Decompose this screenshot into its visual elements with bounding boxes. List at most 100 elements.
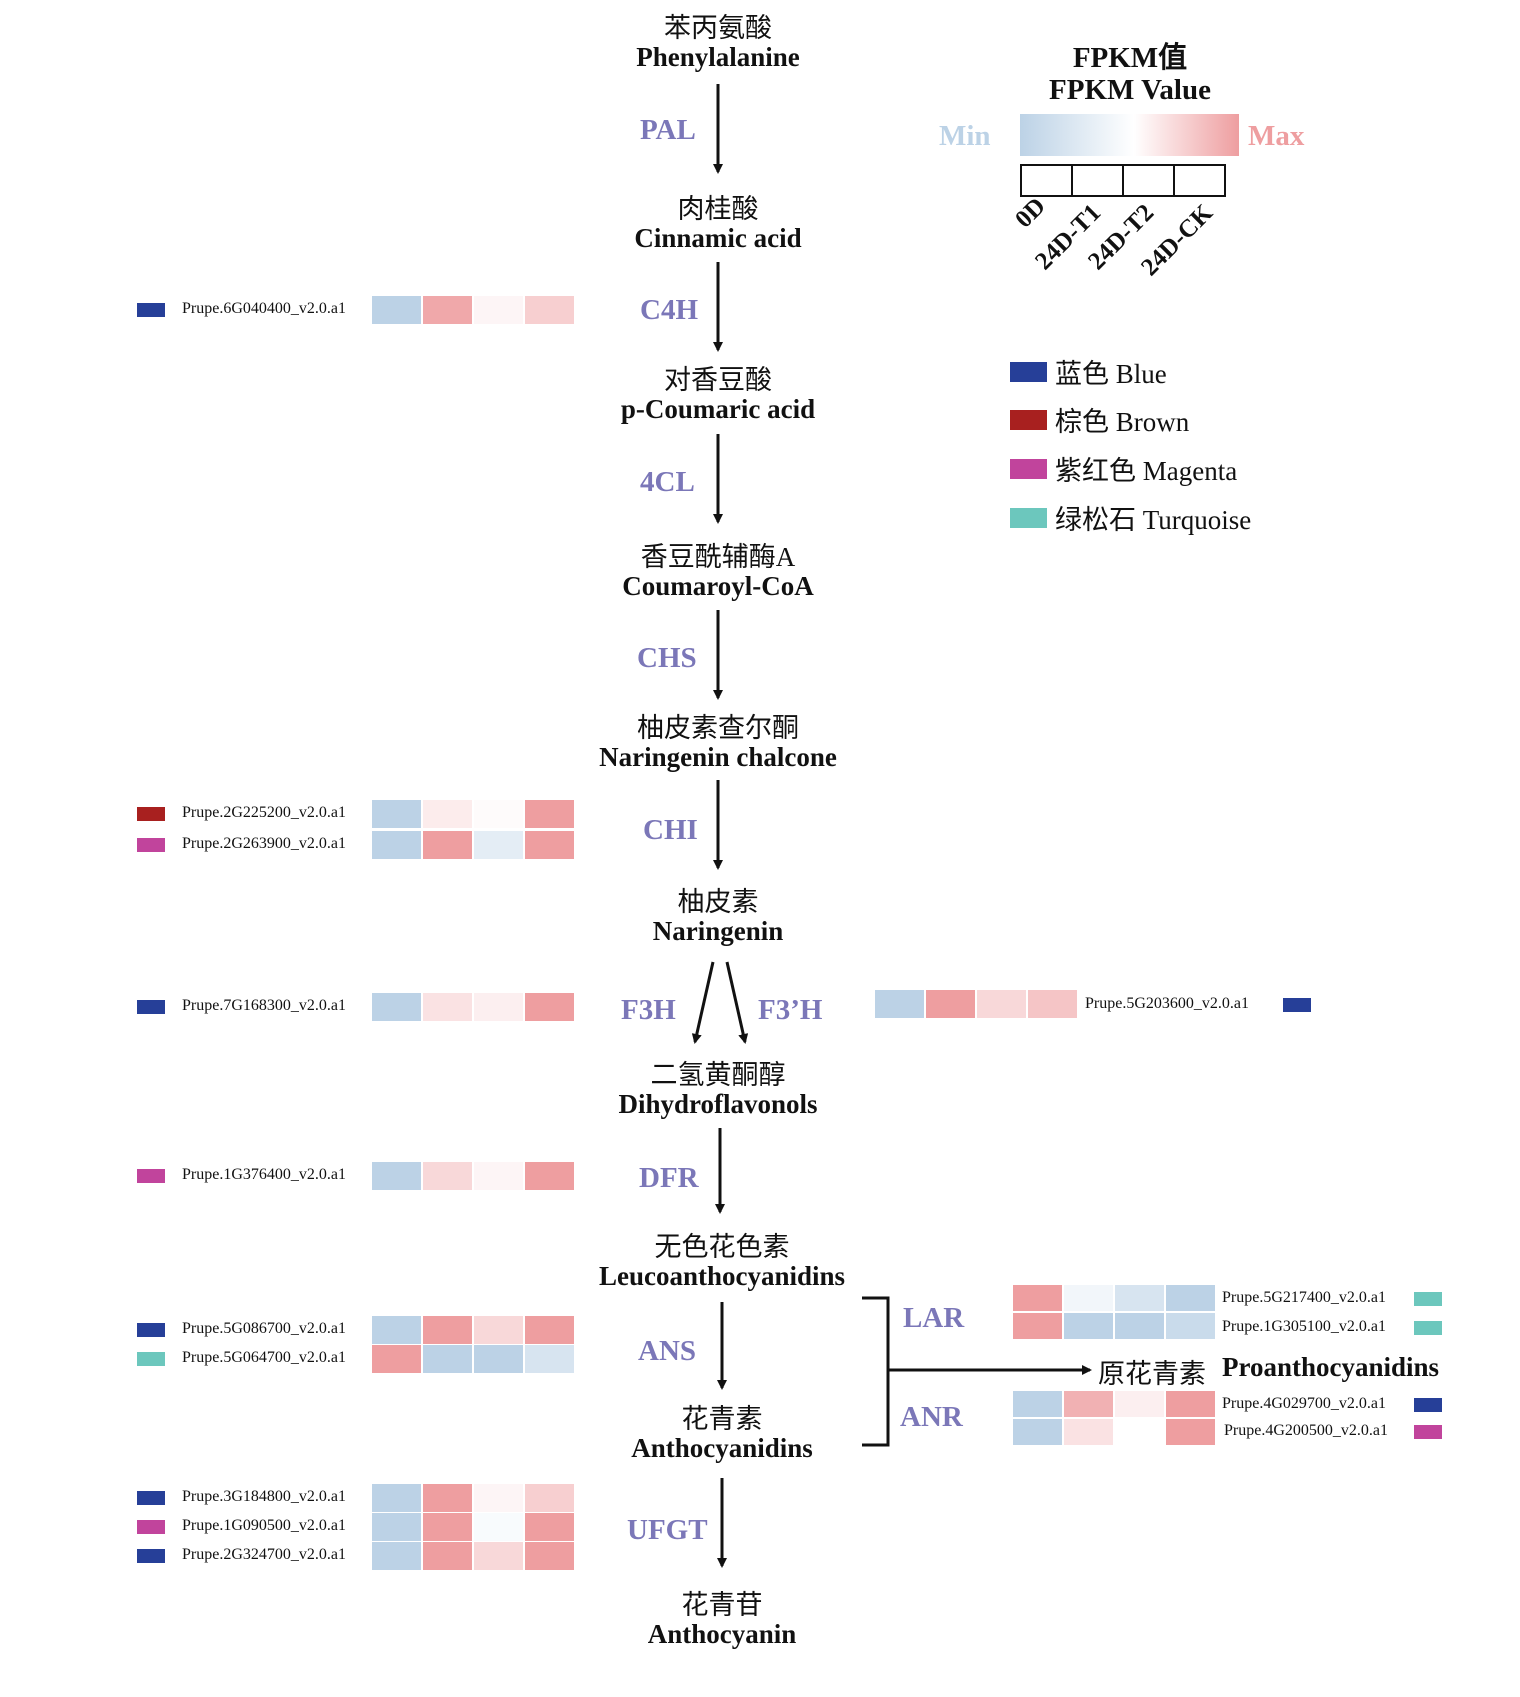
compound-en-anthocyanin: Anthocyanin [647, 1619, 797, 1649]
heatmap-row [372, 1162, 574, 1190]
module-swatch [137, 838, 165, 852]
heatmap-row [372, 1513, 574, 1541]
heatmap-cell-24D-CK [525, 1162, 574, 1190]
heatmap-row [1013, 1313, 1215, 1339]
gene-label: Prupe.5G203600_v2.0.a1 [1085, 995, 1249, 1012]
compound-cn-phenylalanine: 苯丙氨酸 [664, 13, 772, 43]
heatmap-cell-0D [372, 1162, 421, 1190]
arrow-f3h [691, 961, 715, 1044]
compound-en-leucoanthocyanidins: Leucoanthocyanidins [598, 1261, 846, 1291]
gene-label: Prupe.2G225200_v2.0.a1 [182, 804, 346, 821]
heatmap-cell-24D-T2 [1115, 1285, 1164, 1311]
module-swatch [1414, 1292, 1442, 1306]
heatmap-cell-24D-T2 [1115, 1419, 1164, 1445]
heatmap-row [1013, 1285, 1215, 1311]
compound-cn-anthocyanidins: 花青素 [681, 1404, 763, 1434]
heatmap-cell-0D [372, 1513, 421, 1541]
heatmap-row [372, 1345, 574, 1373]
legend-module-turquoise: 绿松石 Turquoise [1010, 498, 1251, 537]
heatmap-row [875, 990, 1077, 1018]
heatmap-cell-24D-T2 [474, 1316, 523, 1344]
gene-label: Prupe.1G376400_v2.0.a1 [182, 1166, 346, 1183]
compound-en-coumaroyl: Coumaroyl-CoA [622, 571, 814, 601]
legend-module-label: 紫红色 Magenta [1055, 456, 1238, 486]
heatmap-cell-0D [372, 993, 421, 1021]
enzyme-chs: CHS [637, 642, 697, 674]
heatmap-cell-24D-T1 [1064, 1391, 1113, 1417]
heatmap-row [372, 831, 574, 859]
heatmap-cell-24D-CK [1028, 990, 1077, 1018]
module-swatch [137, 303, 165, 317]
heatmap-cell-24D-CK [1166, 1285, 1215, 1311]
heatmap-cell-0D [1013, 1313, 1062, 1339]
enzyme-c4h: C4H [640, 294, 698, 326]
module-swatch [137, 1352, 165, 1366]
module-swatch [137, 807, 165, 821]
compound-cn-coumaric: 对香豆酸 [664, 365, 772, 395]
legend-module-blue: 蓝色 Blue [1010, 352, 1167, 391]
heatmap-cell-0D [372, 1316, 421, 1344]
legend-swatch [1010, 458, 1047, 479]
heatmap-row [372, 800, 574, 828]
heatmap-cell-24D-CK [1166, 1419, 1215, 1445]
module-swatch [137, 1549, 165, 1563]
legend-title-cn: FPKM值 [1072, 42, 1188, 74]
heatmap-cell-24D-T2 [977, 990, 1026, 1018]
compound-cn-coumaroyl: 香豆酰辅酶A [640, 542, 796, 572]
legend-title-en: FPKM Value [1049, 74, 1211, 106]
heatmap-cell-0D [372, 1484, 421, 1512]
heatmap-row [1013, 1419, 1215, 1445]
legend-module-brown: 棕色 Brown [1010, 400, 1189, 439]
legend-module-label: 棕色 Brown [1055, 407, 1190, 437]
gene-label: Prupe.3G184800_v2.0.a1 [182, 1488, 346, 1505]
heatmap-cell-0D [372, 831, 421, 859]
legend-swatch [1010, 361, 1047, 382]
legend-module-label: 蓝色 Blue [1055, 359, 1167, 389]
heatmap-cell-24D-T2 [474, 1162, 523, 1190]
heatmap-cell-24D-T1 [423, 1542, 472, 1570]
legend-module-label: 绿松石 Turquoise [1055, 505, 1252, 535]
gene-label: Prupe.5G086700_v2.0.a1 [182, 1320, 346, 1337]
legend-sample-boxes [1020, 164, 1226, 197]
gene-label: Prupe.6G040400_v2.0.a1 [182, 300, 346, 317]
compound-en-chalcone: Naringenin chalcone [599, 742, 837, 772]
heatmap-cell-24D-T2 [1115, 1391, 1164, 1417]
heatmap-cell-24D-T2 [474, 1345, 523, 1373]
gene-label: Prupe.5G064700_v2.0.a1 [182, 1349, 346, 1366]
enzyme-ufgt: UFGT [627, 1514, 708, 1546]
gene-label: Prupe.4G200500_v2.0.a1 [1224, 1422, 1388, 1439]
legend-max-label: Max [1248, 120, 1305, 152]
heatmap-cell-24D-CK [525, 1542, 574, 1570]
heatmap-cell-24D-T2 [1115, 1313, 1164, 1339]
module-swatch [137, 1000, 165, 1014]
legend-box [1020, 164, 1073, 197]
gene-label: Prupe.1G305100_v2.0.a1 [1222, 1318, 1386, 1335]
compound-cn-cinnamic: 肉桂酸 [677, 194, 759, 224]
heatmap-cell-0D [372, 296, 421, 324]
module-swatch [1414, 1398, 1442, 1412]
compound-en-cinnamic: Cinnamic acid [634, 223, 802, 253]
heatmap-cell-0D [372, 1345, 421, 1373]
compound-cn-chalcone: 柚皮素查尔酮 [637, 713, 799, 743]
compound-en-proanthocyanidins: Proanthocyanidins [1222, 1352, 1440, 1382]
heatmap-row [372, 1542, 574, 1570]
enzyme-ans: ANS [638, 1335, 697, 1367]
compound-en-dihydroflavonols: Dihydroflavonols [618, 1089, 818, 1119]
heatmap-cell-24D-CK [525, 296, 574, 324]
legend-box [1173, 164, 1226, 197]
heatmap-cell-24D-CK [525, 1484, 574, 1512]
compound-cn-anthocyanin: 花青苷 [681, 1590, 763, 1620]
heatmap-cell-24D-CK [525, 1345, 574, 1373]
heatmap-cell-24D-CK [525, 993, 574, 1021]
compound-cn-naringenin: 柚皮素 [677, 887, 759, 917]
heatmap-cell-24D-CK [525, 1513, 574, 1541]
heatmap-cell-24D-T2 [474, 1484, 523, 1512]
compound-en-coumaric: p-Coumaric acid [620, 394, 816, 424]
compound-cn-proanthocyanidins: 原花青素 [1098, 1359, 1206, 1389]
enzyme-pal: PAL [640, 114, 696, 146]
heatmap-cell-24D-T1 [423, 1345, 472, 1373]
enzyme-chi: CHI [643, 814, 698, 846]
enzyme-anr: ANR [900, 1401, 963, 1433]
heatmap-cell-24D-T1 [926, 990, 975, 1018]
heatmap-cell-24D-CK [525, 1316, 574, 1344]
